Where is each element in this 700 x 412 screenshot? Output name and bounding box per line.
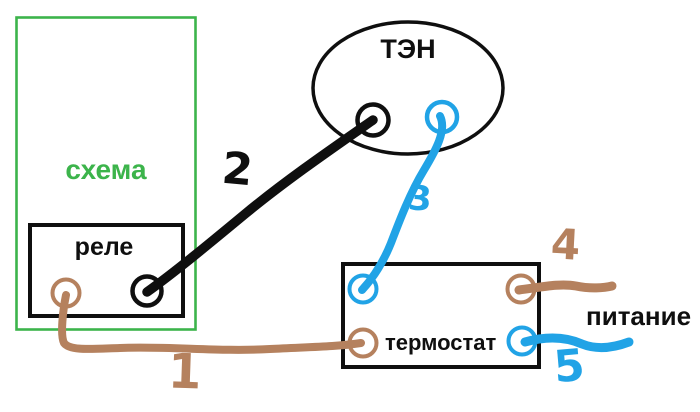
wire-2-label: 2 [219,142,255,197]
thermostat-label: термостат [385,330,497,355]
power-label: питание [586,301,692,331]
wire-5-label: 5 [551,339,587,394]
scheme-box-label: схема [65,154,147,185]
wire-1 [58,291,365,354]
heater-label: ТЭН [380,33,436,64]
wire-4-label: 4 [549,219,582,270]
wire-1-label: 1 [167,343,203,401]
wire-5 [520,333,634,353]
relay-label: реле [74,232,134,261]
wire-4 [514,280,617,295]
wire-2 [142,115,378,297]
scheme-box-outline [15,16,197,331]
wire-3 [358,112,447,294]
wire-3-label: 3 [406,178,433,220]
